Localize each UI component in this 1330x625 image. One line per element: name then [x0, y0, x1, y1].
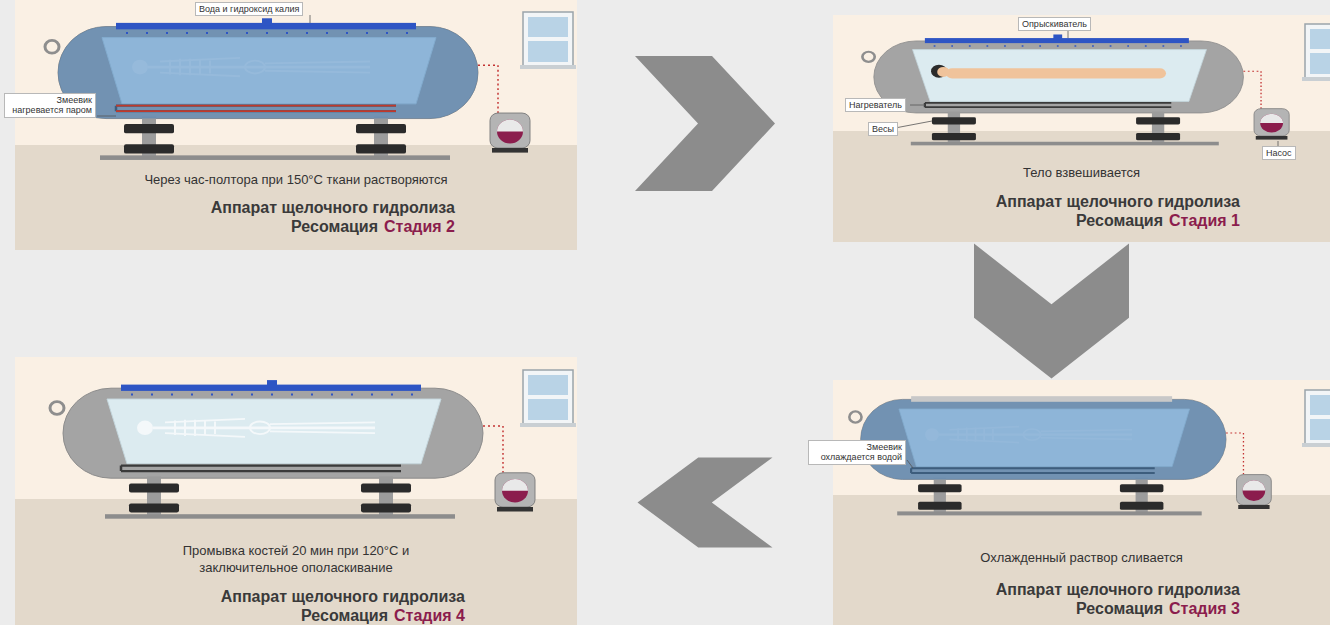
- windows-part: [1302, 24, 1330, 81]
- leader-lines-part: [907, 460, 913, 468]
- chevron-arrow: [638, 458, 773, 548]
- part-label: Насос: [1262, 146, 1296, 160]
- stage-title: Аппарат щелочного гидролиза РесомацияСта…: [940, 192, 1240, 230]
- part-label: Вода и гидроксид калия: [195, 2, 303, 16]
- part-label: Змеевик нагревается паром: [4, 93, 96, 118]
- panel-stage-3-art: [849, 396, 1271, 515]
- panel-stage-1-art: [862, 34, 1289, 145]
- stage-number: Стадия 1: [1169, 212, 1240, 229]
- panel-stage-4-art-part: [137, 419, 375, 437]
- stage-caption: Тело взвешивается: [872, 165, 1292, 182]
- part-label: Опрыскиватель: [1018, 17, 1091, 31]
- panel-stage-3-art-part: [925, 427, 1132, 443]
- leader-lines-part: [1068, 31, 1069, 38]
- part-label: Нагреватель: [845, 98, 906, 112]
- stage-title: Аппарат щелочного гидролиза РесомацияСта…: [165, 587, 465, 625]
- panel-stage-4-art-part: [121, 380, 421, 394]
- stage-number: Стадия 2: [384, 218, 455, 235]
- panel-stage-1-art-part: [931, 65, 1166, 79]
- chevron-arrow: [974, 244, 1129, 379]
- stage-panel: Тело взвешиваетсяАппарат щелочного гидро…: [833, 15, 1330, 242]
- panel-stage-2-art: [45, 18, 530, 160]
- stage-caption: Охлажденный раствор сливается: [872, 550, 1292, 567]
- stage-panel: Охлажденный раствор сливаетсяАппарат щел…: [833, 380, 1330, 625]
- stage-panel: Промывка костей 20 мин при 120°C и заклю…: [15, 357, 577, 625]
- panel-stage-2-art-part: [45, 27, 530, 160]
- panel-stage-2-art-part: [116, 106, 396, 112]
- part-label: Змеевик охлаждается водой: [808, 440, 906, 465]
- leader-lines-part: [895, 121, 932, 128]
- panel-stage-4-art-part: [50, 388, 535, 519]
- chevron-arrow: [635, 56, 775, 191]
- panel-stage-1-art-part: [862, 41, 1289, 145]
- panel-stage-3-art-part: [911, 396, 1172, 402]
- stage-title: Аппарат щелочного гидролиза РесомацияСта…: [940, 580, 1240, 618]
- stage-panel: Через час-полтора при 150°C ткани раство…: [15, 0, 577, 250]
- panel-stage-3-art-part: [861, 399, 1226, 479]
- stage-caption: Промывка костей 20 мин при 120°C и заклю…: [136, 543, 456, 577]
- stage-number: Стадия 3: [1169, 600, 1240, 617]
- windows: [520, 12, 1330, 447]
- panel-stage-1-art-part: [925, 34, 1189, 46]
- leader-lines-part: [910, 105, 925, 106]
- panel-stage-3-art-part: [849, 399, 1271, 515]
- windows-part: [520, 12, 576, 69]
- part-label: Весы: [868, 122, 898, 136]
- panel-stage-2-art-part: [58, 27, 478, 119]
- panel-stage-2-art-part: [132, 58, 370, 76]
- stage-caption: Через час-полтора при 150°C ткани раство…: [86, 172, 506, 189]
- leader-lines-part: [97, 116, 116, 117]
- leader-lines-part: [310, 15, 311, 23]
- windows-part: [1302, 390, 1330, 447]
- panel-stage-4-art: [50, 380, 535, 519]
- stage-number: Стадия 4: [394, 607, 465, 624]
- stage-title: Аппарат щелочного гидролиза РесомацияСта…: [155, 198, 455, 236]
- windows-part: [520, 370, 576, 427]
- leader-lines: [97, 15, 1278, 468]
- panel-stage-2-art-part: [116, 18, 416, 33]
